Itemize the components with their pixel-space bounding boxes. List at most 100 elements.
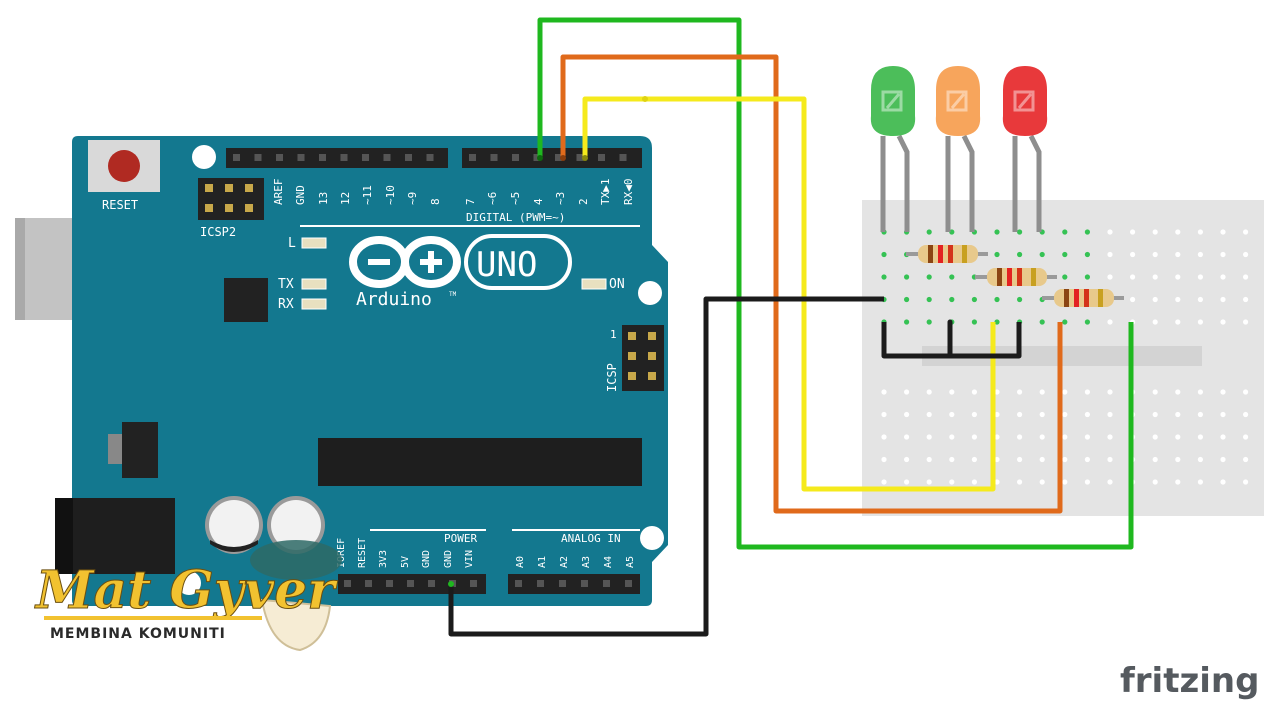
- icsp2-pin: [245, 204, 253, 212]
- breadboard-hole: [904, 319, 910, 325]
- led-green: [870, 66, 916, 232]
- header-pin: [537, 580, 544, 587]
- breadboard-hole: [1107, 456, 1113, 463]
- breadboard-hole: [1152, 434, 1158, 440]
- breadboard-hole: [1175, 479, 1181, 485]
- breadboard-hole: [994, 296, 1000, 303]
- breadboard-hole: [1039, 319, 1045, 325]
- breadboard-hole: [1017, 229, 1023, 235]
- digital-pin-label: ~5: [509, 192, 522, 205]
- breadboard-hole: [1107, 319, 1113, 325]
- breadboard-hole: [1197, 479, 1203, 485]
- breadboard-hole: [1130, 274, 1136, 280]
- reset-button[interactable]: [88, 140, 160, 192]
- usb-chip: [224, 278, 268, 322]
- header-pin: [405, 154, 412, 161]
- header-pin: [470, 580, 477, 587]
- breadboard-hole: [971, 434, 978, 440]
- breadboard-hole: [904, 389, 910, 395]
- breadboard-hole: [1130, 229, 1136, 235]
- analog-pin-label: A5: [625, 556, 636, 568]
- breadboard-hole: [949, 274, 955, 280]
- breadboard-hole: [904, 411, 910, 418]
- breadboard-hole: [1243, 479, 1249, 485]
- trademark-text: TM: [449, 291, 457, 298]
- breadboard-hole: [926, 456, 932, 463]
- breadboard-hole: [1175, 389, 1181, 395]
- breadboard-hole: [1039, 411, 1045, 418]
- header-pin: [254, 154, 262, 161]
- breadboard-hole: [1062, 456, 1068, 463]
- breadboard-hole: [971, 456, 978, 463]
- breadboard-hole: [994, 479, 1000, 485]
- breadboard-hole: [904, 296, 910, 303]
- breadboard-hole: [1062, 411, 1068, 418]
- header-pin: [344, 580, 351, 587]
- header-pin: [383, 154, 391, 161]
- header-pin: [233, 154, 240, 161]
- power-header: [338, 574, 640, 594]
- icsp2-pin: [205, 184, 213, 192]
- header-pin: [603, 580, 610, 587]
- breadboard-hole: [926, 319, 932, 325]
- breadboard-hole: [1017, 296, 1023, 303]
- arduino-logo-text: Arduino: [356, 289, 432, 310]
- breadboard-hole: [1107, 389, 1113, 395]
- breadboard-hole: [1062, 274, 1068, 280]
- header-pin: [365, 580, 372, 587]
- breadboard-hole: [1107, 251, 1113, 258]
- breadboard-hole: [994, 411, 1000, 418]
- breadboard-hole: [1062, 479, 1068, 485]
- breadboard-hole: [1175, 274, 1181, 280]
- breadboard-hole: [1107, 411, 1113, 418]
- breadboard-hole: [1197, 456, 1203, 463]
- breadboard-hole: [881, 456, 887, 463]
- power-pin-label: GND: [443, 550, 454, 568]
- icsp-label: ICSP: [605, 363, 619, 392]
- icsp-pin: [648, 332, 656, 340]
- breadboard-hole: [1017, 479, 1023, 485]
- breadboard-hole: [1243, 251, 1249, 258]
- digital-pin-label: ~9: [406, 192, 419, 205]
- breadboard-hole: [971, 319, 978, 325]
- arduino-logo: UNO Arduino TM: [349, 234, 572, 310]
- breadboard-hole: [1175, 456, 1181, 463]
- power-jack: [55, 498, 175, 574]
- breadboard-hole: [949, 411, 955, 418]
- icsp2-pin: [225, 184, 233, 192]
- digital-pin-label: 7: [464, 198, 477, 205]
- breadboard-hole: [949, 456, 955, 463]
- wire-endpoints: [448, 96, 648, 587]
- breadboard-hole: [1039, 456, 1045, 463]
- breadboard-hole: [1197, 229, 1203, 235]
- breadboard-hole: [1197, 296, 1203, 303]
- header-pin: [559, 580, 566, 587]
- breadboard-hole: [926, 389, 932, 395]
- analog-label: ANALOG IN: [561, 532, 621, 545]
- breadboard-hole: [1243, 434, 1249, 440]
- breadboard-hole: [926, 434, 932, 440]
- digital-header: [226, 148, 642, 168]
- header-pin: [428, 580, 435, 587]
- led-on-label: ON: [609, 277, 625, 292]
- icsp2-pin: [225, 204, 233, 212]
- breadboard-hole: [1039, 251, 1045, 258]
- led-orange: [935, 66, 981, 232]
- breadboard-hole: [994, 456, 1000, 463]
- breadboard-hole: [881, 434, 887, 440]
- power-label: POWER: [444, 532, 477, 545]
- icsp-pin: [648, 352, 656, 360]
- analog-pin-label: A2: [559, 556, 570, 568]
- digital-pin-label: 12: [339, 192, 352, 205]
- digital-pin-label: AREF: [272, 179, 285, 206]
- resistor-group: [906, 245, 1124, 307]
- header-pin: [598, 154, 605, 161]
- watermark-title: Mat Gyver: [34, 560, 338, 621]
- led-l-label: L: [288, 236, 296, 251]
- breadboard-hole: [1152, 479, 1158, 485]
- breadboard-hole: [1107, 434, 1113, 440]
- breadboard-hole: [1220, 274, 1226, 280]
- breadboard-hole: [1220, 296, 1226, 303]
- digital-pin-label: ~3: [554, 192, 567, 205]
